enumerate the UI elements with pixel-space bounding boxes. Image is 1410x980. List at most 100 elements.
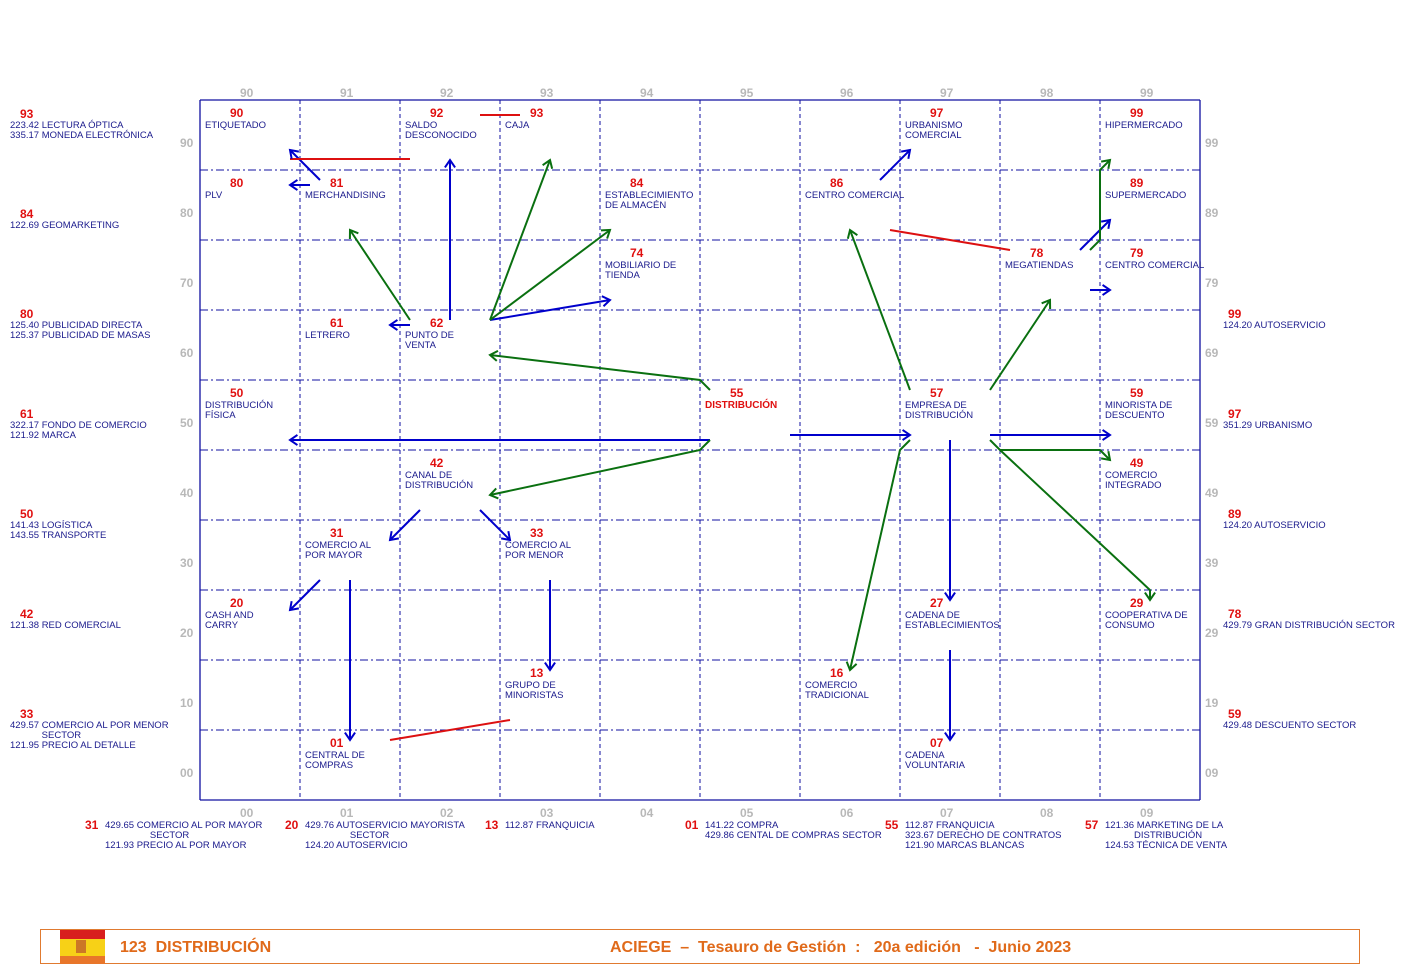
thesaurus-grid <box>199 99 1201 801</box>
term-label: COMERCIO TRADICIONAL <box>805 680 869 701</box>
axis-label-left: 10 <box>180 696 194 710</box>
line <box>889 229 1011 251</box>
axis-label-left: 20 <box>180 626 194 640</box>
note-text-left: 122.69 GEOMARKETING <box>10 220 120 231</box>
section-title: 123 DISTRIBUCIÓN <box>120 939 272 956</box>
term-label: PUNTO DE VENTA <box>405 330 454 351</box>
axis-label-right: 99 <box>1205 136 1219 150</box>
term-code: 74 <box>630 246 644 260</box>
arrow <box>489 229 611 321</box>
term-label: COOPERATIVA DE CONSUMO <box>1105 610 1188 631</box>
axis-label-top: 99 <box>1140 86 1154 100</box>
arrow-head <box>544 662 556 672</box>
arrow-head <box>1102 429 1112 441</box>
term-label: MOBILIARIO DE TIENDA <box>605 260 677 281</box>
axis-label-top: 94 <box>640 86 654 100</box>
axis-label-right: 19 <box>1205 696 1219 710</box>
term-label: SALDO DESCONOCIDO <box>405 120 477 141</box>
term-code: 59 <box>1130 386 1144 400</box>
axis-label-left: 60 <box>180 346 194 360</box>
note-text-right: 124.20 AUTOSERVICIO <box>1223 520 1326 531</box>
arrow-head <box>288 434 298 446</box>
term-code: 50 <box>230 386 244 400</box>
arrow-head <box>444 158 456 168</box>
note-text-right: 429.79 GRAN DISTRIBUCIÓN SECTOR <box>1223 620 1395 631</box>
note-text-left: 125.40 PUBLICIDAD DIRECTA 125.37 PUBLICI… <box>10 320 151 341</box>
term-code: 16 <box>830 666 844 680</box>
arrow-head <box>900 148 912 160</box>
note-text-left: 429.57 COMERCIO AL POR MENOR SECTOR 121.… <box>10 720 169 751</box>
term-code: 49 <box>1130 456 1144 470</box>
arrow <box>479 509 511 541</box>
term-code: 81 <box>330 176 344 190</box>
note-text-bottom: 112.87 FRANQUICIA 323.67 DERECHO DE CONT… <box>905 820 1062 851</box>
axis-label-right: 89 <box>1205 206 1219 220</box>
axis-label-left: 90 <box>180 136 194 150</box>
arrow-head <box>388 319 398 331</box>
axis-label-left: 30 <box>180 556 194 570</box>
arrow-head <box>1100 450 1112 462</box>
red-lines <box>290 114 1011 741</box>
arrow-head <box>542 158 554 169</box>
term-code: 07 <box>930 736 944 750</box>
arrow-head <box>944 732 956 742</box>
term-code: 55 <box>730 386 744 400</box>
note-text-bottom: 141.22 COMPRA 429.86 CENTAL DE COMPRAS S… <box>705 820 882 841</box>
axis-label-bottom: 00 <box>240 806 254 820</box>
axis-label-left: 50 <box>180 416 194 430</box>
term-label: CAJA <box>505 120 530 131</box>
arrow-head <box>488 349 499 362</box>
note-code-left: 33 <box>20 707 34 721</box>
term-code: 42 <box>430 456 444 470</box>
axis-label-right: 39 <box>1205 556 1219 570</box>
axis-label-bottom: 02 <box>440 806 454 820</box>
note-code-bottom: 55 <box>885 818 899 832</box>
term-label: MERCHANDISING <box>305 190 386 201</box>
axis-label-top: 98 <box>1040 86 1054 100</box>
axis-label-top: 90 <box>240 86 254 100</box>
arrow-head <box>488 487 499 500</box>
term-code: 97 <box>930 106 944 120</box>
note-text-left: 223.42 LECTURA ÓPTICA 335.17 MONEDA ELEC… <box>10 120 154 141</box>
term-label: EMPRESA DE DISTRIBUCIÓN <box>905 400 974 421</box>
note-text-bottom: 429.76 AUTOSERVICIO MAYORISTA SECTOR 124… <box>305 820 465 851</box>
arrow-heads <box>288 148 1156 742</box>
note-code-right: 89 <box>1228 507 1242 521</box>
arrow-head <box>600 228 612 239</box>
term-code: 29 <box>1130 596 1144 610</box>
note-code-left: 93 <box>20 107 34 121</box>
note-text-right: 429.48 DESCUENTO SECTOR <box>1223 720 1357 731</box>
term-label: ETIQUETADO <box>205 120 267 131</box>
arrow <box>349 229 411 321</box>
term-label: HIPERMERCADO <box>1105 120 1183 131</box>
arrow-head <box>1041 298 1052 310</box>
term-code: 90 <box>230 106 244 120</box>
arrow <box>849 229 911 391</box>
axis-label-bottom: 04 <box>640 806 654 820</box>
axis-label-left: 80 <box>180 206 194 220</box>
term-label: DISTRIBUCIÓN <box>705 400 778 411</box>
term-label: CENTRAL DE COMPRAS <box>305 750 365 771</box>
note-text-right: 124.20 AUTOSERVICIO <box>1223 320 1326 331</box>
term-code: 78 <box>1030 246 1044 260</box>
note-code-bottom: 13 <box>485 818 499 832</box>
arrow <box>1079 219 1111 251</box>
term-code: 79 <box>1130 246 1144 260</box>
axis-label-top: 92 <box>440 86 454 100</box>
arrow <box>389 509 421 541</box>
note-text-bottom: 121.36 MARKETING DE LA DISTRIBUCIÓN 124.… <box>1105 820 1228 851</box>
arrow-head <box>288 179 298 191</box>
term-label: COMERCIO AL POR MAYOR <box>305 540 371 561</box>
term-label: ESTABLECIMIENTO DE ALMACÉN <box>605 190 694 211</box>
note-code-right: 97 <box>1228 407 1242 421</box>
term-code: 61 <box>330 316 344 330</box>
term-label: CANAL DE DISTRIBUCIÓN <box>405 470 474 491</box>
note-text-bottom: 112.87 FRANQUICIA <box>505 820 595 831</box>
green-arrows <box>349 159 1151 671</box>
note-code-right: 78 <box>1228 607 1242 621</box>
arrow <box>989 439 1111 461</box>
arrow-head <box>1144 592 1156 602</box>
axis-label-right: 49 <box>1205 486 1219 500</box>
arrow <box>1089 159 1111 251</box>
note-code-left: 84 <box>20 207 34 221</box>
